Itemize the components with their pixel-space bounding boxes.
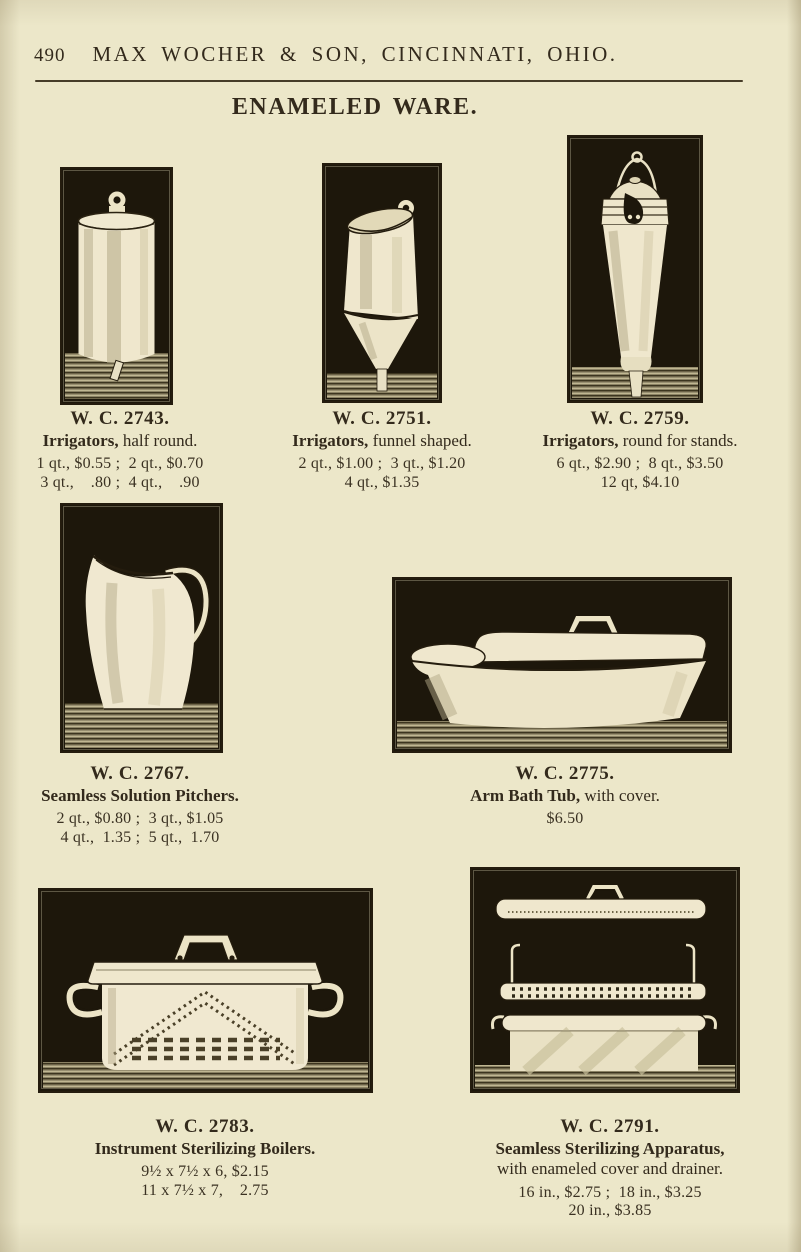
- product-name-line2: with enameled cover and drainer.: [496, 1159, 724, 1179]
- price-line: 4 qt., $1.35: [344, 474, 420, 492]
- price-line: 1 qt., $0.55 ; 2 qt., $0.70: [36, 455, 204, 473]
- price-line: 9½ x 7½ x 6, $2.15: [141, 1163, 269, 1181]
- section-title: ENAMELED WARE.: [231, 94, 479, 120]
- price-line: 11 x 7½ x 7, 2.75: [141, 1182, 269, 1200]
- product-name-bold: Irrigators,: [542, 431, 619, 451]
- engraving-sterilizing-apparatus: [470, 867, 740, 1093]
- product-code: W. C. 2767.: [90, 763, 190, 784]
- product-name-rest: round for stands.: [618, 431, 738, 451]
- product-code: W. C. 2775.: [515, 763, 615, 784]
- product-code: W. C. 2751.: [332, 408, 432, 429]
- product-caption-2783: W. C. 2783. Instrument Sterilizing Boile…: [75, 1116, 335, 1201]
- product-name: Arm Bath Tub, with cover.: [420, 786, 710, 806]
- engraving-arm-bath-tub: [392, 577, 732, 753]
- product-name: Seamless Sterilizing Apparatus,: [450, 1139, 770, 1159]
- product-caption-2775: W. C. 2775. Arm Bath Tub, with cover. $6…: [420, 763, 710, 829]
- product-prices: 9½ x 7½ x 6, $2.15 11 x 7½ x 7, 2.75: [75, 1163, 335, 1201]
- price-line: 3 qt., .80 ; 4 qt., .90: [40, 474, 200, 492]
- product-name-rest: with cover.: [580, 786, 660, 806]
- header-rule: [35, 80, 743, 82]
- product-name-bold: Arm Bath Tub,: [470, 786, 581, 806]
- product-caption-2751: W. C. 2751. Irrigators, funnel shaped. 2…: [277, 408, 487, 493]
- product-name-bold: Irrigators,: [292, 431, 369, 451]
- product-prices: 1 qt., $0.55 ; 2 qt., $0.70 3 qt., .80 ;…: [15, 455, 225, 493]
- product-name-rest: funnel shaped.: [368, 431, 472, 451]
- product-name-bold: Seamless Solution Pitchers.: [41, 786, 239, 806]
- product-code: W. C. 2743.: [70, 408, 170, 429]
- product-name-rest: half round.: [118, 431, 198, 451]
- product-name-bold: Seamless Sterilizing Apparatus,: [495, 1139, 725, 1159]
- product-name: Seamless Solution Pitchers.: [30, 786, 250, 806]
- price-line: 2 qt., $1.00 ; 3 qt., $1.20: [298, 455, 466, 473]
- engraving-irrigator-funnel-shaped: [322, 163, 442, 403]
- product-code: W. C. 2783.: [155, 1116, 255, 1137]
- page-number: 490: [34, 45, 66, 66]
- engraving-irrigator-round-for-stands: [567, 135, 703, 403]
- price-line: 12 qt, $4.10: [600, 474, 680, 492]
- product-name: Irrigators, funnel shaped.: [277, 431, 487, 451]
- product-code: W. C. 2759.: [590, 408, 690, 429]
- product-name-bold: Irrigators,: [42, 431, 119, 451]
- engraving-instrument-sterilizing-boiler: [38, 888, 373, 1093]
- product-caption-2759: W. C. 2759. Irrigators, round for stands…: [523, 408, 757, 493]
- price-line: $6.50: [546, 810, 584, 828]
- product-name: Instrument Sterilizing Boilers.: [75, 1139, 335, 1159]
- engraving-irrigator-half-round: [60, 167, 173, 405]
- product-prices: 16 in., $2.75 ; 18 in., $3.25 20 in., $3…: [450, 1184, 770, 1222]
- product-caption-2767: W. C. 2767. Seamless Solution Pitchers. …: [30, 763, 250, 848]
- price-line: 6 qt., $2.90 ; 8 qt., $3.50: [556, 455, 724, 473]
- engraving-solution-pitcher: [60, 503, 223, 753]
- product-prices: $6.50: [420, 810, 710, 829]
- product-caption-2743: W. C. 2743. Irrigators, half round. 1 qt…: [15, 408, 225, 493]
- price-line: 16 in., $2.75 ; 18 in., $3.25: [518, 1183, 702, 1201]
- product-caption-2791: W. C. 2791. Seamless Sterilizing Apparat…: [450, 1116, 770, 1221]
- price-line: 4 qt., 1.35 ; 5 qt., 1.70: [60, 829, 220, 847]
- price-line: 2 qt., $0.80 ; 3 qt., $1.05: [56, 810, 224, 828]
- product-name-bold: Instrument Sterilizing Boilers.: [94, 1139, 316, 1159]
- product-prices: 6 qt., $2.90 ; 8 qt., $3.50 12 qt, $4.10: [523, 455, 757, 493]
- price-line: 20 in., $3.85: [568, 1202, 652, 1220]
- product-prices: 2 qt., $0.80 ; 3 qt., $1.05 4 qt., 1.35 …: [30, 810, 250, 848]
- product-code: W. C. 2791.: [560, 1116, 660, 1137]
- product-prices: 2 qt., $1.00 ; 3 qt., $1.20 4 qt., $1.35: [277, 455, 487, 493]
- product-name: Irrigators, round for stands.: [523, 431, 757, 451]
- product-name: Irrigators, half round.: [15, 431, 225, 451]
- publisher-header: MAX WOCHER & SON, CINCINNATI, OHIO.: [92, 42, 618, 66]
